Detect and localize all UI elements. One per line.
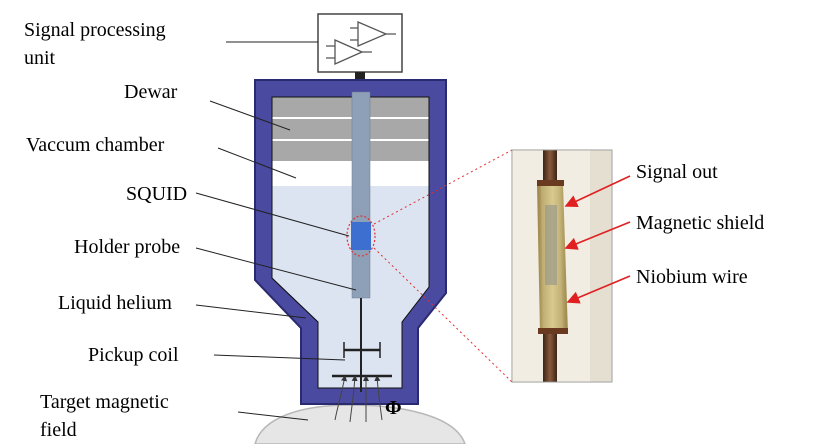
label-liquid-helium: Liquid helium [58,292,172,314]
squid-highlight-circle [346,215,376,257]
label-signal-out: Signal out [636,161,718,183]
label-niobium-wire: Niobium wire [636,266,748,288]
squid-chip [351,222,371,250]
photo-inset [511,149,613,383]
label-signal-processing: Signal processing [24,19,166,41]
label-dewar: Dewar [124,81,178,103]
signal-processing-unit [317,13,403,73]
magnetic-shield-part [545,205,557,285]
target-field-blob [254,404,466,444]
label-squid: SQUID [126,183,187,205]
wire-top [543,150,557,184]
label-pickup-coil: Pickup coil [88,344,179,366]
field-lines [334,375,383,423]
amplifier-icon [357,21,388,47]
flux-symbol: Φ [385,397,402,419]
label-magnetic-shield: Magnetic shield [636,212,764,234]
leader-lines [195,41,357,421]
liquid-helium [272,186,429,388]
label-vacuum-chamber: Vaccum chamber [26,134,165,156]
label-holder-probe: Holder probe [74,236,180,258]
zoom-lines [373,149,513,383]
connector [355,72,365,84]
amplifier-icon-2 [334,38,364,66]
photo-arrows [564,175,631,304]
wire-bottom [543,330,557,382]
label-target-field: Target magnetic [40,391,169,413]
holder-probe [351,91,371,299]
vacuum-chamber-layers [272,97,429,161]
label-signal-processing-unit: unit [24,47,56,69]
label-target-field-2: field [40,419,77,441]
